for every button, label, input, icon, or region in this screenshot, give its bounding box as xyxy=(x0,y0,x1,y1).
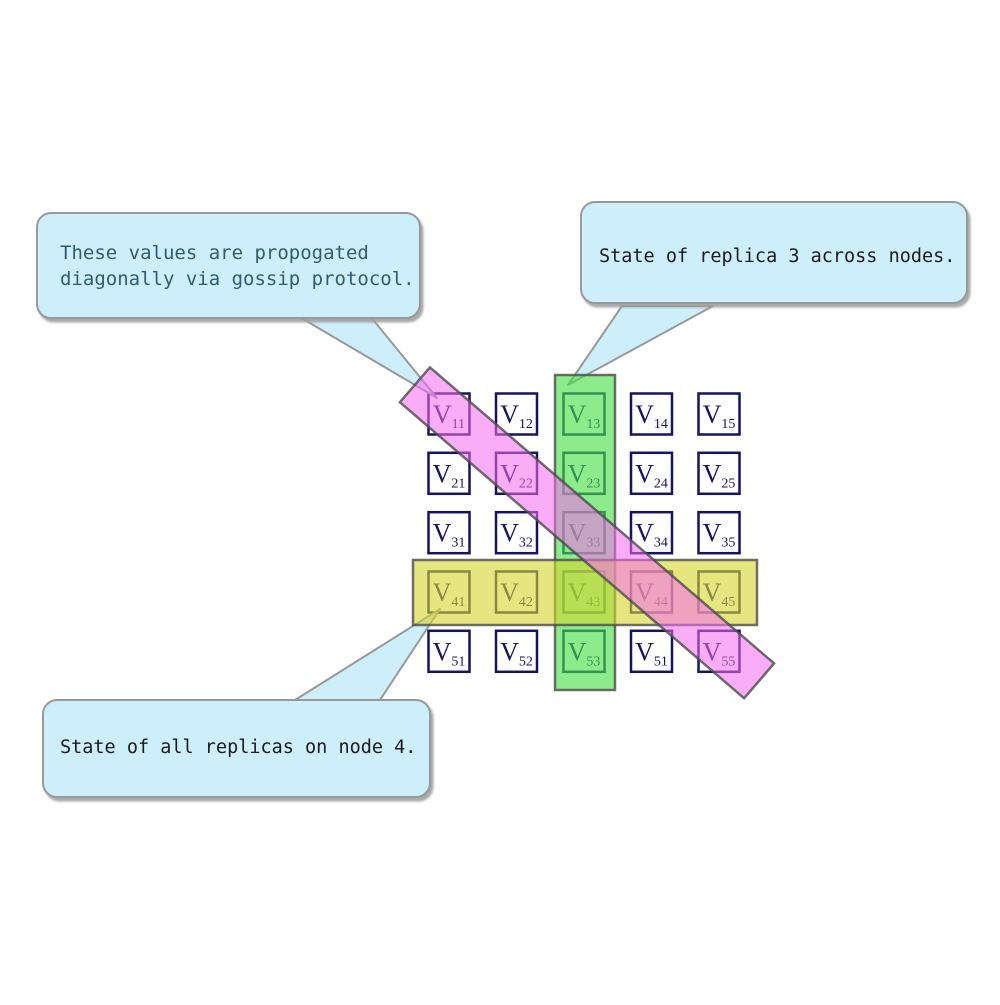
matrix-cell-label: V21 xyxy=(433,459,466,491)
matrix-cell-label: V14 xyxy=(635,400,668,432)
matrix-cell-box xyxy=(697,392,741,436)
matrix-cell-box xyxy=(494,510,539,555)
node-callout-box xyxy=(42,699,431,798)
matrix-cell-V25-r2c5: V25 xyxy=(697,451,741,496)
gossip-callout-box xyxy=(36,212,421,319)
matrix-cell-label: V31 xyxy=(433,519,466,551)
diagonal-gossip-highlight xyxy=(398,365,776,701)
replica-callout-tail xyxy=(567,305,714,386)
matrix-cell-box xyxy=(427,510,471,555)
node-callout-text: State of all replicas on node 4. xyxy=(60,737,416,758)
matrix-cell-V32-r3c2: V32 xyxy=(494,510,539,555)
callout-tails xyxy=(294,305,714,701)
matrix-cell-label: V51 xyxy=(635,637,668,669)
matrix-cell-box xyxy=(494,392,539,436)
matrix-cell-box xyxy=(427,629,471,674)
replica-callout: State of replica 3 across nodes. xyxy=(580,201,968,304)
matrix-cell-label: V24 xyxy=(635,459,668,491)
matrix-cell-V15-r1c5: V15 xyxy=(697,392,741,436)
matrix-cell-V52-r5c2: V52 xyxy=(494,629,539,674)
matrix-cell-label: V32 xyxy=(500,519,533,551)
matrix-cell-box xyxy=(697,451,741,496)
matrix-cell-box xyxy=(629,451,674,496)
replica-callout-text: State of replica 3 across nodes. xyxy=(599,246,955,267)
matrix-cell-V21-r2c1: V21 xyxy=(427,451,471,496)
matrix-cell-box xyxy=(494,629,539,674)
replica-callout-box xyxy=(580,201,968,304)
gossip-callout-text-line2: diagonally via gossip protocol. xyxy=(60,268,415,290)
matrix-cell-label: V52 xyxy=(500,637,533,669)
matrix-cell-label: V51 xyxy=(433,637,466,669)
matrix-cell-V35-r3c5: V35 xyxy=(697,510,741,555)
highlight-bands xyxy=(398,365,776,701)
matrix-cell-V24-r2c4: V24 xyxy=(629,451,674,496)
matrix-cell-label: V12 xyxy=(500,400,533,432)
gossip-callout: These values are propogated diagonally v… xyxy=(36,212,421,319)
matrix-cell-label: V25 xyxy=(703,459,736,491)
matrix-cell-box xyxy=(697,510,741,555)
node-callout: State of all replicas on node 4. xyxy=(42,699,431,798)
matrix-cell-box xyxy=(427,451,471,496)
matrix-cell-V31-r3c1: V31 xyxy=(427,510,471,555)
matrix-cell-label: V34 xyxy=(635,519,668,551)
matrix-cell-V14-r1c4: V14 xyxy=(629,392,674,436)
matrix-cell-box xyxy=(629,392,674,436)
matrix-cell-V12-r1c2: V12 xyxy=(494,392,539,436)
matrix-cell-box xyxy=(629,629,674,674)
matrix-cell-V51-r5c4: V51 xyxy=(629,629,674,674)
matrix-cell-label: V15 xyxy=(703,400,736,432)
gossip-callout-text-line1: These values are propogated xyxy=(60,242,369,264)
matrix-cell-label: V35 xyxy=(703,519,736,551)
matrix-cell-V51-r5c1: V51 xyxy=(427,629,471,674)
